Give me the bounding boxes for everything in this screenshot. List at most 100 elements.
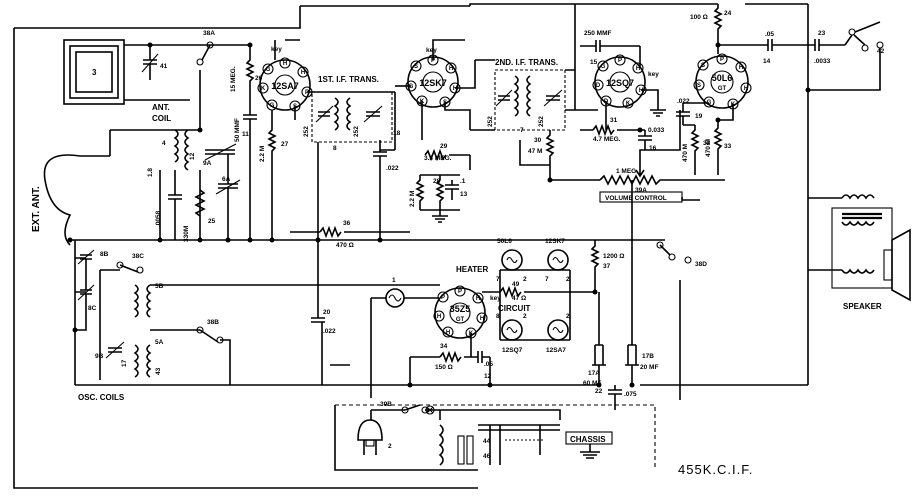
svg-text:43: 43 <box>155 367 162 375</box>
svg-text:18: 18 <box>393 130 401 137</box>
svg-text:252: 252 <box>538 116 545 127</box>
tube-35z5-label: 35Z5 <box>450 304 471 314</box>
ground-12sk7 <box>432 210 448 223</box>
ext-antenna: EXT. ANT. <box>31 154 81 246</box>
resistor-31: 31 4.7 MEG. <box>592 117 621 143</box>
svg-text:26: 26 <box>255 75 263 82</box>
svg-text:36: 36 <box>343 220 351 227</box>
svg-text:100 Ω: 100 Ω <box>690 14 708 21</box>
capacitor-0058: .0058 <box>155 170 182 240</box>
svg-text:H: H <box>744 86 748 92</box>
svg-text:.022: .022 <box>323 328 336 335</box>
svg-text:11: 11 <box>242 131 249 138</box>
capacitor-12: .05 12 <box>475 351 493 380</box>
svg-text:44: 44 <box>483 438 491 445</box>
capacitor-9a: 9A <box>203 143 237 167</box>
svg-text:25: 25 <box>208 218 216 225</box>
svg-text:16: 16 <box>649 145 657 152</box>
tube-12sq7-label: 12SQ7 <box>606 78 634 88</box>
svg-text:2: 2 <box>566 276 570 283</box>
ground-12sq7 <box>650 97 666 117</box>
svg-text:20 MF: 20 MF <box>640 364 658 371</box>
svg-text:47 Ω: 47 Ω <box>512 295 526 302</box>
power-box <box>334 404 656 471</box>
svg-text:P: P <box>720 57 724 63</box>
if1-transformer: 252 252 8 <box>303 91 393 152</box>
svg-text:3.3 MEG.: 3.3 MEG. <box>424 155 452 162</box>
tube-12sq7-key: key <box>648 71 659 78</box>
switch-38d: 38D <box>656 241 707 268</box>
svg-text:P: P <box>305 90 309 96</box>
capacitor-44-46: 44 46 <box>478 424 560 465</box>
svg-text:470 Ω: 470 Ω <box>336 242 354 249</box>
svg-text:252: 252 <box>487 116 494 127</box>
svg-text:60 MF: 60 MF <box>583 380 601 387</box>
svg-text:1: 1 <box>392 277 396 284</box>
svg-text:8: 8 <box>496 313 500 320</box>
svg-text:33: 33 <box>724 143 732 150</box>
svg-text:2: 2 <box>523 276 527 283</box>
svg-text:12: 12 <box>189 152 196 160</box>
svg-text:46: 46 <box>483 453 491 460</box>
capacitor-17a: 17A 60 MF <box>583 344 606 387</box>
svg-text:2: 2 <box>523 313 527 320</box>
tube-35z5-sub: GT <box>456 317 465 323</box>
svg-text:29: 29 <box>440 143 448 150</box>
svg-text:H: H <box>453 86 457 92</box>
svg-text:H: H <box>639 88 643 94</box>
power-plug-icon: 2 <box>357 419 392 455</box>
heater-label: HEATER <box>456 265 489 274</box>
svg-text:.0058: .0058 <box>155 210 162 227</box>
if2-transformer: 252 252 7 <box>487 69 566 134</box>
svg-text:G: G <box>266 67 271 73</box>
heater-tube-12sa7: 2 <box>547 313 570 341</box>
switch-38a-label: 38A <box>203 30 215 37</box>
svg-text:50 MMF: 50 MMF <box>234 118 241 142</box>
svg-text:39A: 39A <box>635 187 647 194</box>
svg-text:H: H <box>301 70 305 76</box>
svg-text:22: 22 <box>595 388 603 395</box>
svg-text:K: K <box>626 101 631 107</box>
svg-text:S: S <box>701 63 705 69</box>
svg-text:1 MEG.: 1 MEG. <box>616 168 638 175</box>
svg-text:37: 37 <box>603 263 611 270</box>
tube-12sa7-label: 12SA7 <box>271 81 299 91</box>
capacitor-18: 18 .022 <box>373 130 401 240</box>
svg-text:H: H <box>476 296 480 302</box>
resistor-36: 36 470 Ω <box>319 220 354 249</box>
resistor-30: 30 47 M <box>528 130 555 165</box>
svg-text:8: 8 <box>333 145 337 152</box>
capacitor-17b: 17B 20 MF <box>625 344 658 371</box>
osc-coil-5b: 5B <box>133 283 164 318</box>
heater-tube-12sk7: 7 2 <box>545 249 570 283</box>
svg-text:252: 252 <box>303 126 310 137</box>
svg-text:2: 2 <box>388 443 392 450</box>
capacitor-16: 0.033 16 <box>638 127 665 152</box>
if2-label: 2ND. I.F. TRANS. <box>495 58 558 67</box>
svg-text:32: 32 <box>703 140 711 147</box>
svg-text:H: H <box>449 66 453 72</box>
svg-text:0.033: 0.033 <box>648 127 665 134</box>
tube-12sk7-label: 12SK7 <box>419 78 447 88</box>
svg-text:8C: 8C <box>88 305 97 312</box>
tube-12sk7-key: key <box>426 47 437 54</box>
svg-text:.0033: .0033 <box>814 58 831 65</box>
switch-42: 42 <box>844 28 885 55</box>
svg-text:12SA7: 12SA7 <box>546 347 566 354</box>
svg-text:H: H <box>739 65 743 71</box>
svg-text:S: S <box>414 64 418 70</box>
svg-text:H: H <box>446 330 450 336</box>
capacitor-9b: 9B <box>95 341 125 360</box>
svg-text:17: 17 <box>121 359 128 367</box>
svg-text:P: P <box>441 295 445 301</box>
svg-text:12SQ7: 12SQ7 <box>502 347 523 354</box>
resistor-cathode-12sk7 <box>435 175 445 210</box>
svg-text:9B: 9B <box>95 353 104 360</box>
switch-38b-label: 38B <box>207 319 219 326</box>
svg-text:34: 34 <box>440 343 448 350</box>
resistor-32: 470 M 32 <box>682 125 711 175</box>
resistor-33: 470 M 33 <box>705 120 732 175</box>
tube-12sa7-key: key <box>271 46 282 53</box>
resistor-25: 330M 25 <box>183 189 216 242</box>
svg-text:5B: 5B <box>155 283 164 290</box>
